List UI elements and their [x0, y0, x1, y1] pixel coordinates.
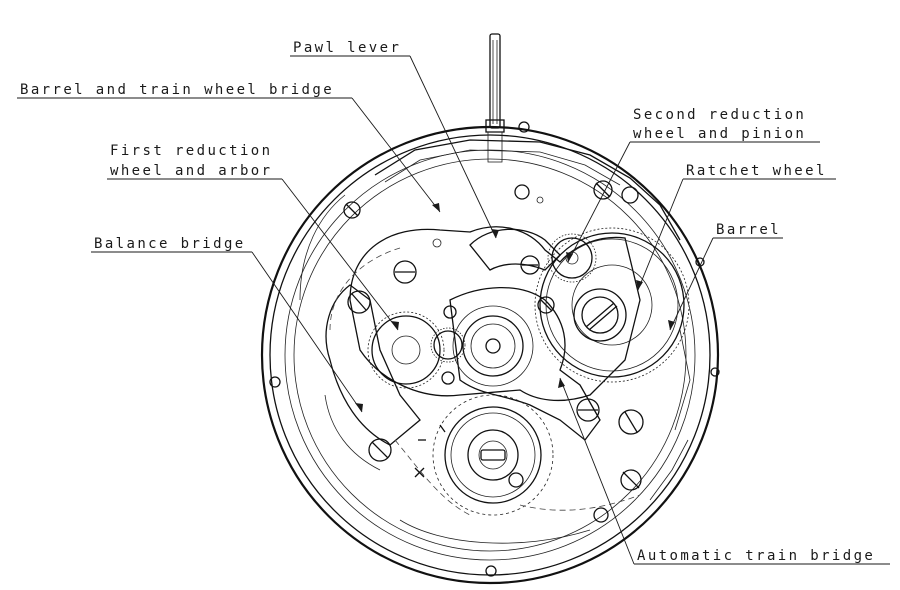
- second-reduction-wheel: [547, 233, 597, 283]
- main-plate-ring: [284, 149, 696, 561]
- barrel-train-wheel-bridge: [349, 226, 641, 402]
- label-pawl-lever: Pawl lever: [290, 40, 497, 239]
- automatic-train-bridge: [449, 286, 601, 441]
- case-screws: [269, 121, 720, 577]
- balance-bridge-plate: [325, 284, 421, 446]
- label-ratchet-wheel-text: Ratchet wheel: [686, 163, 827, 179]
- label-first-reduction: First reduction wheel and arbor: [107, 143, 399, 331]
- center-wheel: [452, 305, 534, 387]
- label-balance-bridge-text: Balance bridge: [94, 236, 246, 252]
- label-second-reduction: Second reduction wheel and pinion: [567, 107, 820, 263]
- balance-wheel: [432, 394, 554, 516]
- case-inner-ring: [269, 134, 711, 576]
- label-barrel-text: Barrel: [716, 222, 781, 238]
- label-barrel: Barrel: [669, 222, 783, 331]
- label-second-reduction-line1: Second reduction: [633, 107, 806, 123]
- watch-movement: [260, 33, 720, 585]
- barrel-screw: [573, 288, 627, 342]
- label-first-reduction-line1: First reduction: [110, 143, 272, 159]
- bridge-screws: [343, 180, 644, 523]
- pawl-lever-plate: [469, 228, 561, 271]
- label-barrel-train-wheel-bridge: Barrel and train wheel bridge: [17, 82, 441, 213]
- first-reduction-wheel: [367, 311, 445, 389]
- label-first-reduction-line2: wheel and arbor: [110, 163, 272, 179]
- label-pawl-lever-text: Pawl lever: [293, 40, 401, 56]
- plate-inner-ring: [293, 158, 687, 552]
- regulator-marks: [414, 424, 446, 478]
- intermediate-gear: [430, 327, 466, 363]
- winding-stem: [485, 33, 505, 163]
- label-automatic-train-bridge: Automatic train bridge: [559, 377, 890, 565]
- label-ratchet-wheel: Ratchet wheel: [637, 163, 836, 291]
- leader-arrowheads: [355, 203, 675, 412]
- top-rim-plate: [374, 139, 681, 241]
- label-barrel-train-wheel-bridge-text: Barrel and train wheel bridge: [20, 82, 334, 98]
- jewels: [432, 184, 544, 488]
- label-balance-bridge: Balance bridge: [91, 236, 363, 413]
- labels: Pawl lever Barrel and train wheel bridge…: [17, 40, 890, 565]
- label-second-reduction-line2: wheel and pinion: [633, 126, 806, 142]
- label-automatic-train-bridge-text: Automatic train bridge: [637, 548, 875, 564]
